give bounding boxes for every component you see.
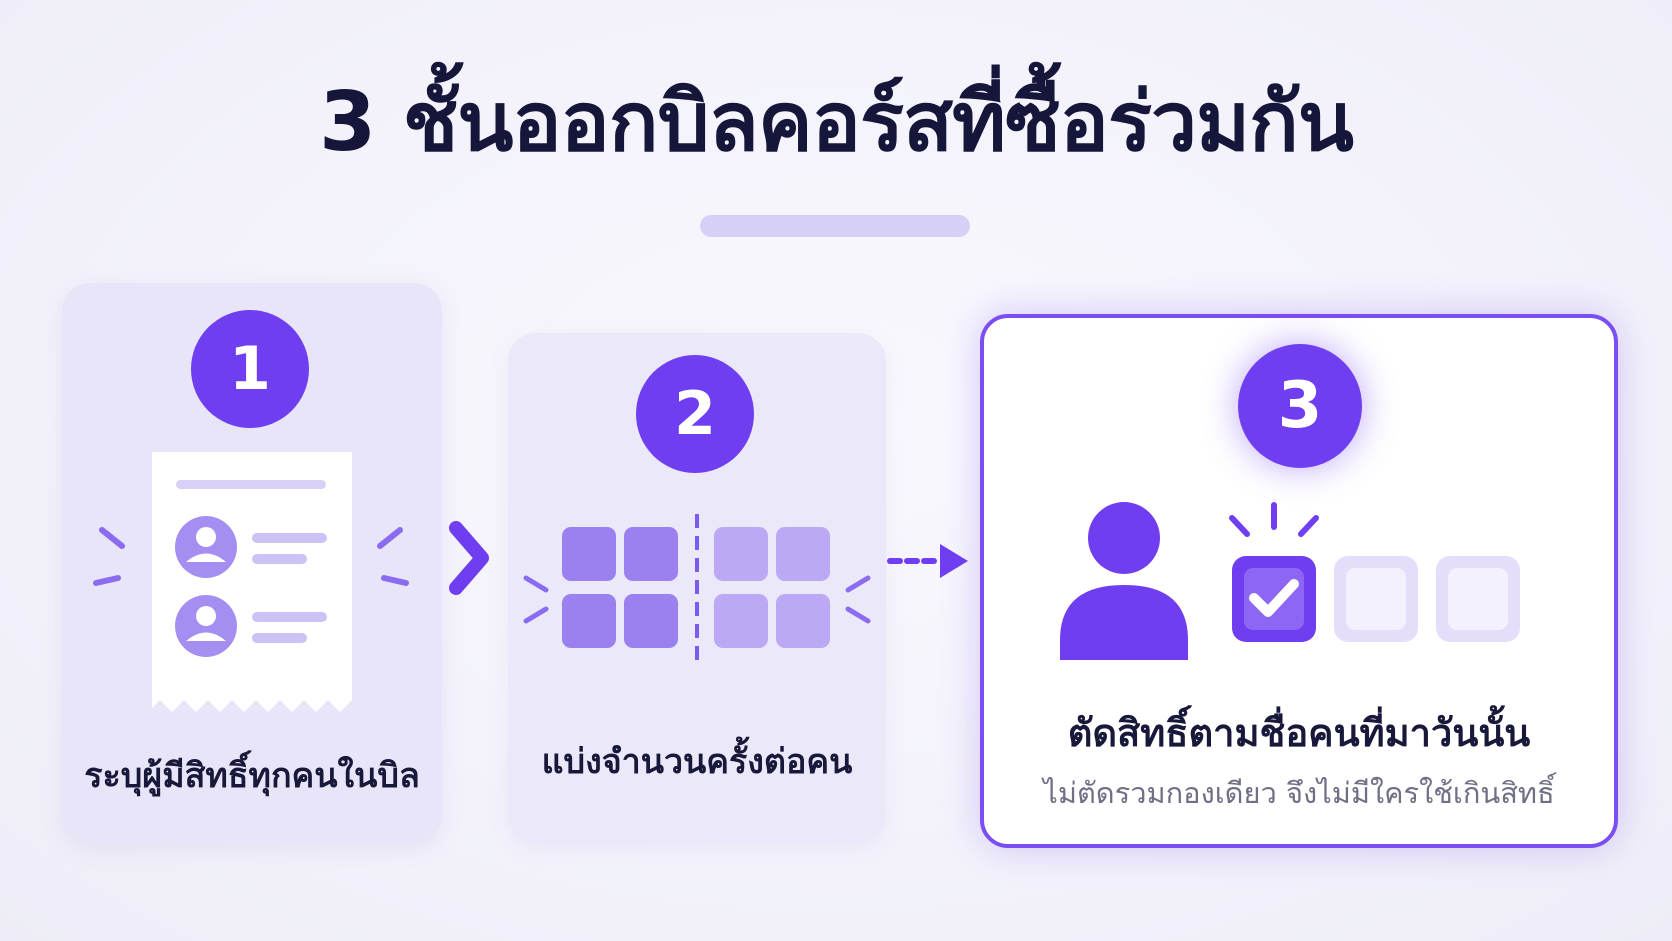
sparkle-icon: [1229, 502, 1319, 537]
receipt-line: [252, 633, 307, 643]
step-3-label: ตัดสิทธิ์ตามชื่อคนที่มาวันนั้น: [1067, 711, 1531, 755]
sparkle-icon: [523, 575, 871, 624]
title-underline: [700, 215, 970, 237]
page-title: 3 ชั้นออกบิลคอร์สที่ซื้อร่วมกัน: [319, 75, 1354, 170]
step-2-label: แบ่งจำนวนครั้งต่อคน: [541, 742, 853, 782]
split-grid-icon: [523, 514, 871, 664]
step-3-sublabel: ไม่ตัดรวมกองเดียว จึงไม่มีใครใช้เกินสิทธ…: [1043, 776, 1555, 810]
chevron-right-icon: [449, 521, 489, 595]
person-icon: [1060, 502, 1188, 660]
sparkle-icon: [93, 527, 409, 586]
person-avatar-icon: [175, 516, 237, 578]
step-1-badge: 1: [191, 310, 309, 428]
receipt-with-people-icon: [93, 452, 409, 712]
person-avatar-icon: [175, 595, 237, 657]
step-2-badge: 2: [636, 355, 754, 473]
empty-box-icon: [1334, 556, 1418, 642]
dashed-arrow-icon: [887, 544, 968, 578]
receipt-line: [252, 533, 327, 543]
checked-box-icon: [1232, 556, 1316, 642]
receipt-header-line: [176, 480, 326, 489]
receipt-line: [252, 612, 327, 622]
step-1-label: ระบุผู้มีสิทธิ์ทุกคนในบิล: [84, 756, 420, 796]
receipt-line: [252, 554, 307, 564]
step-3-badge: 3: [1238, 344, 1362, 468]
person-checkbox-icon: [1060, 502, 1520, 660]
empty-box-icon: [1436, 556, 1520, 642]
receipt-paper: [152, 452, 352, 712]
